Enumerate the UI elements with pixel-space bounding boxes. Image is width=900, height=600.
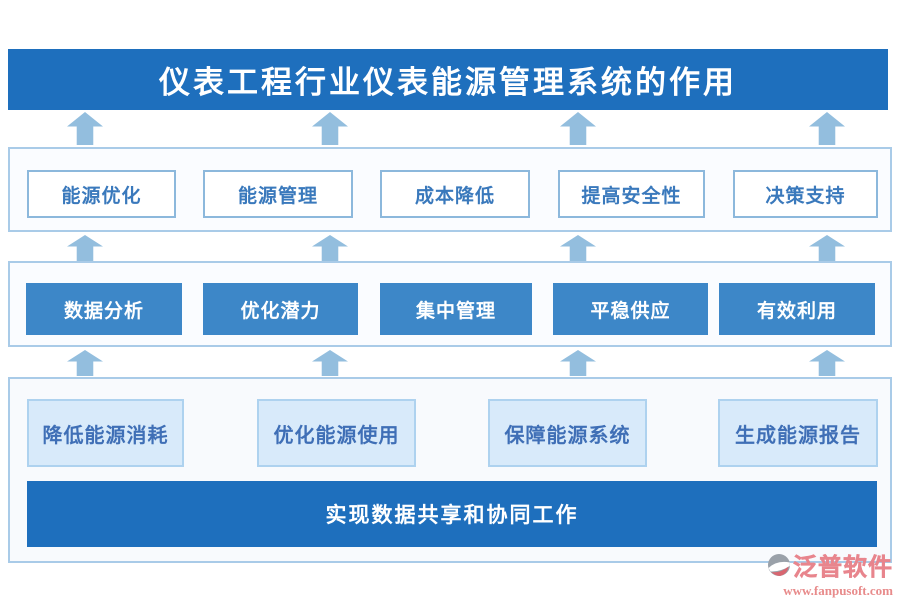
function-box: 有效利用 bbox=[719, 283, 875, 335]
up-arrow-icon bbox=[312, 235, 348, 261]
up-arrow-icon bbox=[67, 350, 103, 376]
footer-bar: 实现数据共享和协同工作 bbox=[27, 481, 877, 547]
brand-url: www.fanpusoft.com bbox=[783, 583, 893, 598]
up-arrow-icon bbox=[809, 235, 845, 261]
up-arrow-icon bbox=[560, 350, 596, 376]
outcome-box: 生成能源报告 bbox=[718, 399, 878, 467]
brand-logo: 泛普软件 www.fanpusoft.com bbox=[753, 547, 893, 599]
function-box: 数据分析 bbox=[26, 283, 182, 335]
up-arrow-icon bbox=[312, 112, 348, 145]
up-arrow-icon bbox=[312, 350, 348, 376]
up-arrow-icon bbox=[809, 350, 845, 376]
outcome-box: 降低能源消耗 bbox=[27, 399, 184, 467]
up-arrow-icon bbox=[560, 235, 596, 261]
up-arrow-icon bbox=[809, 112, 845, 145]
brand-name: 泛普软件 bbox=[793, 554, 893, 582]
function-box: 平稳供应 bbox=[553, 283, 708, 335]
up-arrow-icon bbox=[560, 112, 596, 145]
page-title: 仪表工程行业仪表能源管理系统的作用 bbox=[8, 49, 888, 110]
function-box: 集中管理 bbox=[380, 283, 532, 335]
outcome-box: 保障能源系统 bbox=[488, 399, 647, 467]
up-arrow-icon bbox=[67, 112, 103, 145]
up-arrow-icon bbox=[67, 235, 103, 261]
benefit-box: 能源管理 bbox=[203, 170, 353, 218]
function-box: 优化潜力 bbox=[203, 283, 358, 335]
brand-logo-icon bbox=[767, 553, 791, 577]
benefit-box: 提高安全性 bbox=[558, 170, 705, 218]
outcome-box: 优化能源使用 bbox=[257, 399, 416, 467]
benefit-box: 能源优化 bbox=[27, 170, 176, 218]
benefit-box: 决策支持 bbox=[733, 170, 878, 218]
benefit-box: 成本降低 bbox=[380, 170, 530, 218]
